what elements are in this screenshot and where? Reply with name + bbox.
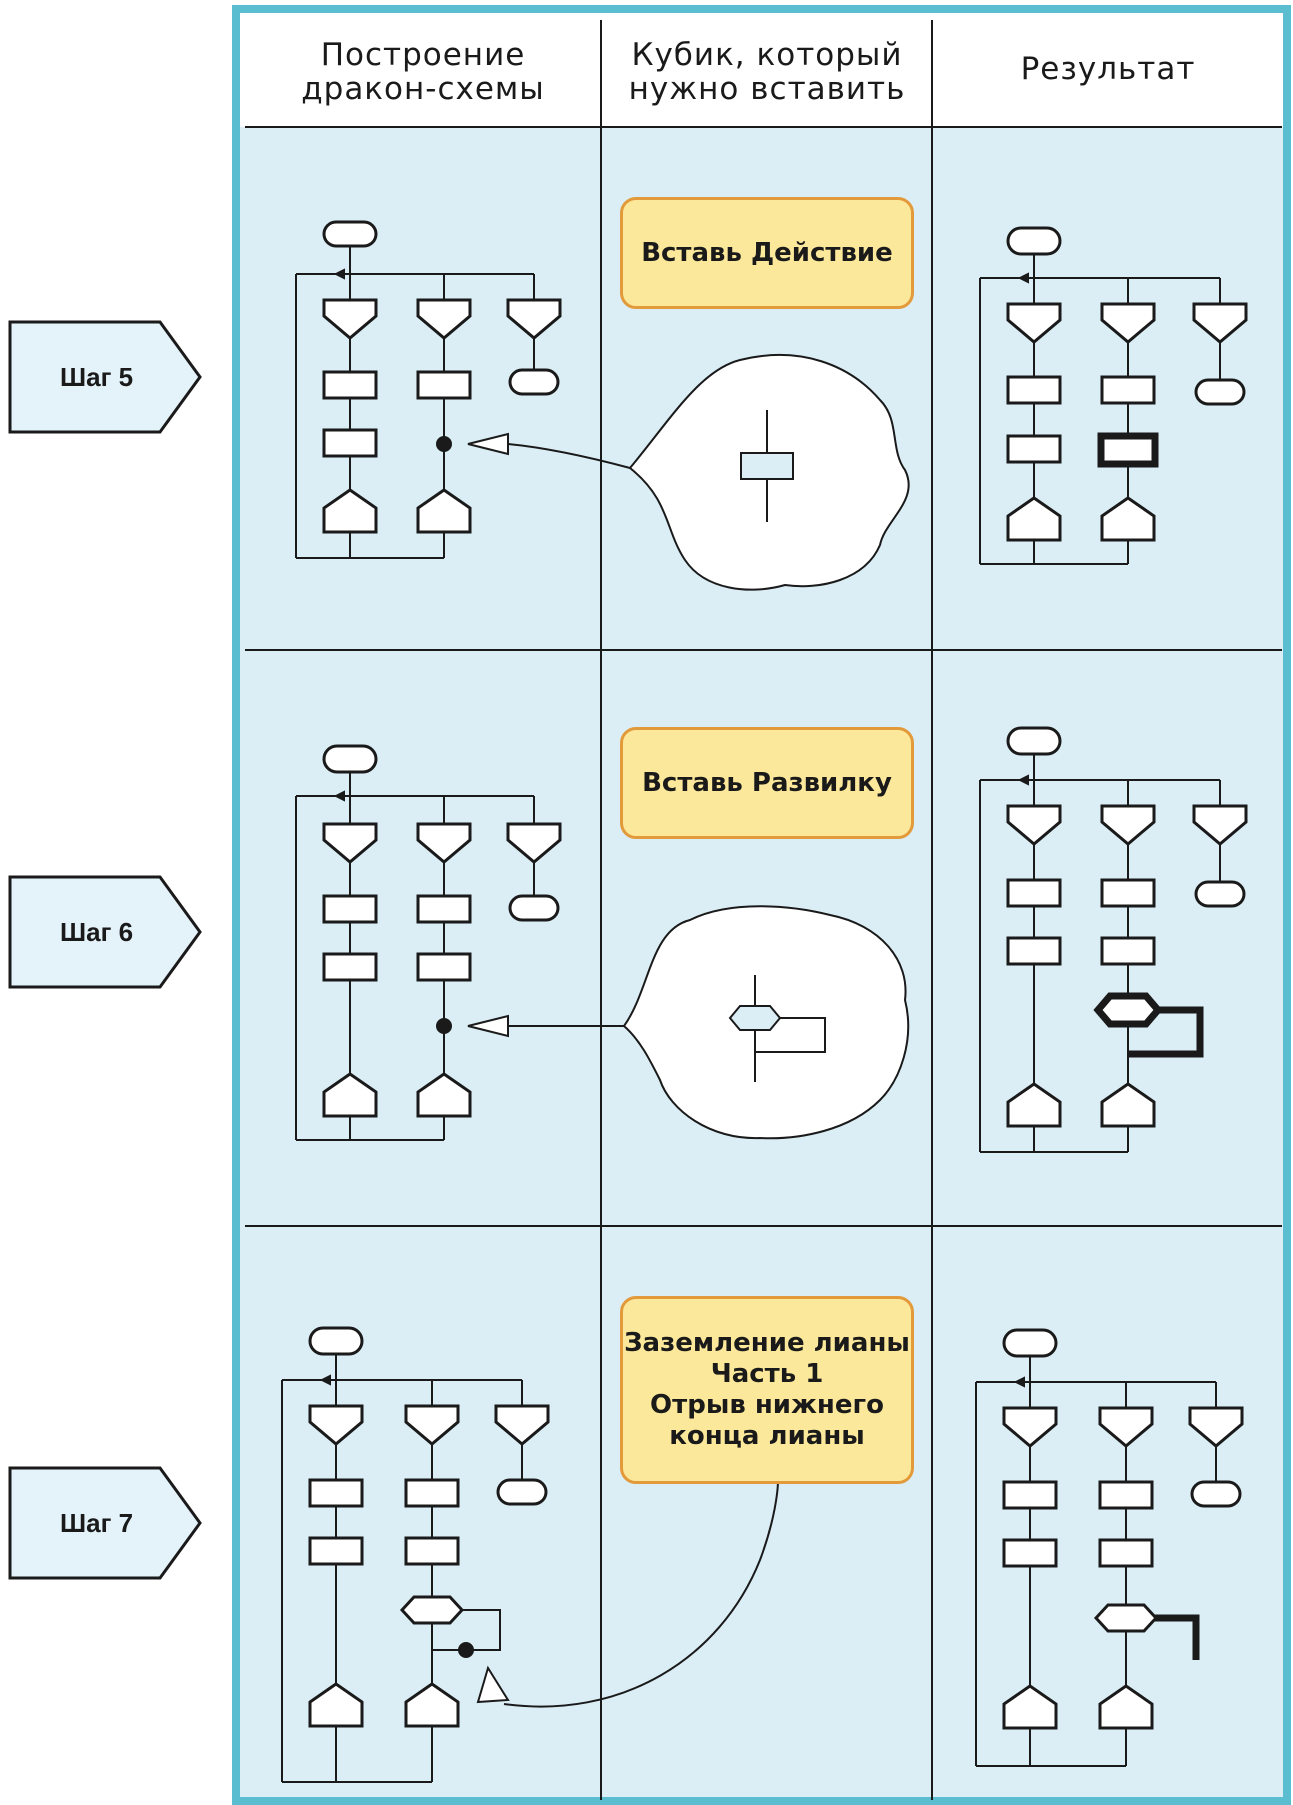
header-construction: Построение дракон-схемы [301,37,545,107]
step-6-instruction: Вставь Развилку [620,727,914,839]
header-result: Результат [1020,51,1196,87]
step-7-source-diagram [281,1326,779,1783]
header-band [240,13,1283,127]
step-7-label: Шаг 7 [60,1507,134,1538]
step-5-label: Шаг 5 [60,361,134,392]
header-block-to-insert: Кубик, который нужно вставить [628,37,906,107]
step-6-source-diagram [295,744,624,1141]
step-7-result-diagram [975,1328,1244,1767]
step-7-arrow-shape [8,1466,202,1580]
step-5-arrow-shape [8,320,202,434]
step-6-result-diagram [979,726,1248,1153]
step-5-source-diagram [295,220,631,559]
step-5-action-block-piece [740,410,794,522]
step-7-instruction: Заземление лианы Часть 1 Отрыв нижнего к… [620,1296,914,1484]
step-5-result-diagram [979,226,1248,565]
step-6-arrow-shape [8,875,202,989]
step-5-instruction: Вставь Действие [620,197,914,309]
step-6-fork-block-piece [728,975,826,1082]
step-6-label: Шаг 6 [60,916,134,947]
